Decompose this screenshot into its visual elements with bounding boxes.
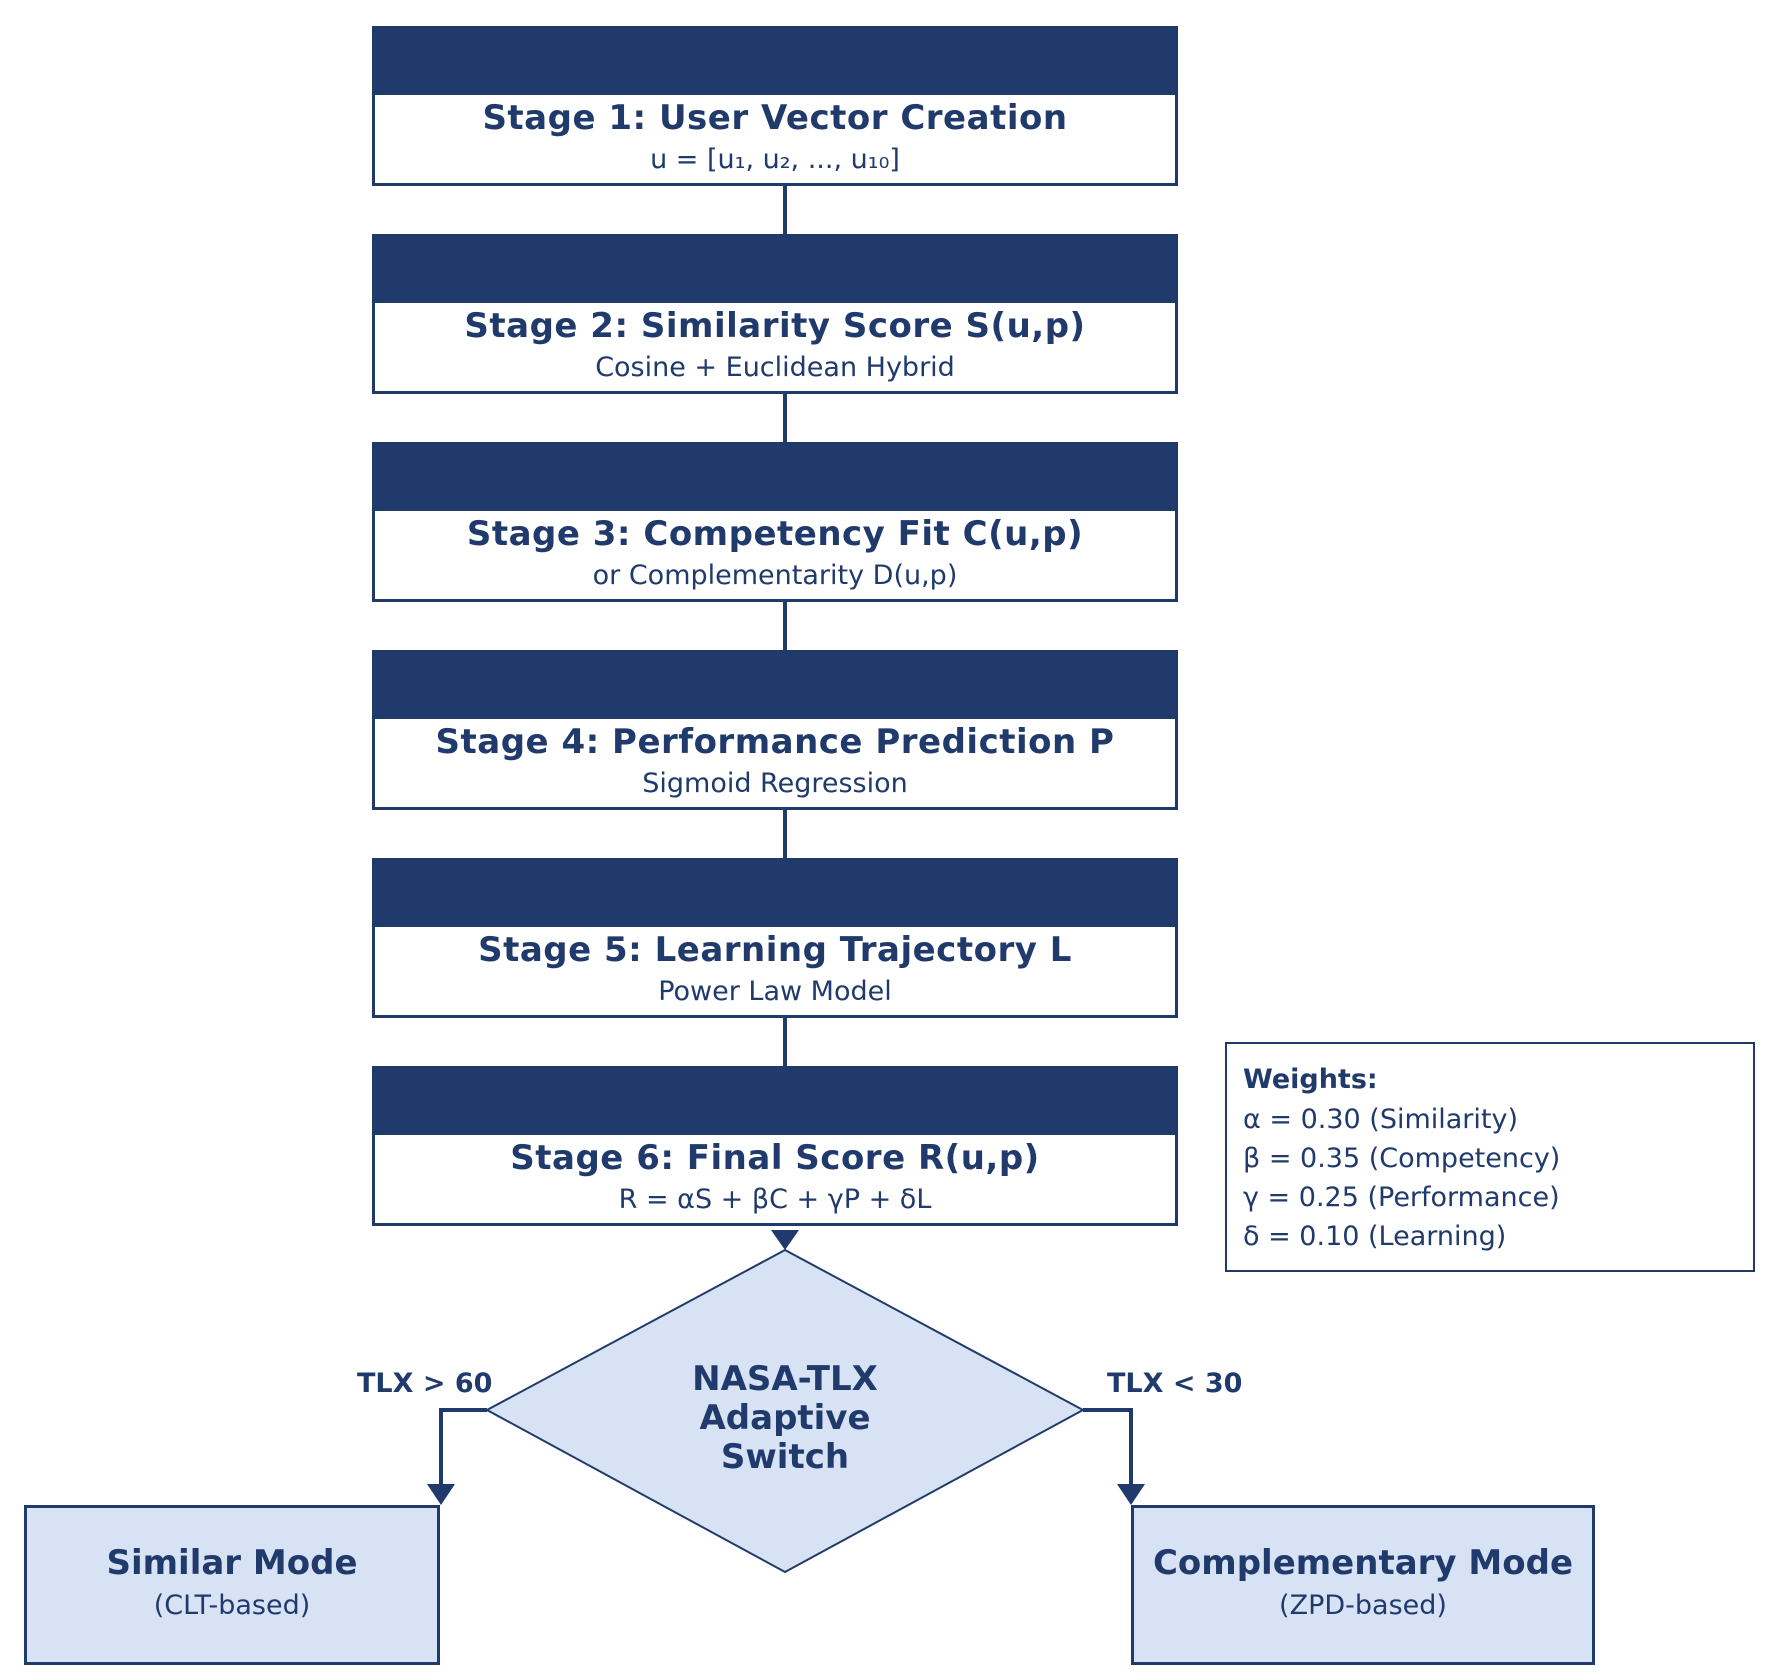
stage-subtitle: R = αS + βC + γP + δL <box>618 1184 932 1215</box>
mode-title: Similar Mode <box>106 1543 358 1583</box>
stage-title: Stage 6: Final Score R(u,p) <box>510 1138 1040 1178</box>
connector-line <box>783 394 787 442</box>
stage-header-bar <box>375 29 1175 95</box>
weights-legend: Weights: α = 0.30 (Similarity) β = 0.35 … <box>1225 1042 1755 1272</box>
decision-diamond <box>484 1248 1086 1574</box>
stage-subtitle: Power Law Model <box>658 976 892 1007</box>
complementary-mode-box: Complementary Mode (ZPD-based) <box>1131 1505 1595 1665</box>
stage-1-box: Stage 1: User Vector Creation u = [u₁, u… <box>372 26 1178 186</box>
connector-line <box>783 1018 787 1066</box>
right-branch-line <box>1083 1408 1133 1488</box>
stage-subtitle: u = [u₁, u₂, ..., u₁₀] <box>650 144 900 175</box>
left-branch-line <box>439 1408 487 1488</box>
stage-subtitle: or Complementarity D(u,p) <box>592 560 958 591</box>
stage-header-bar <box>375 237 1175 303</box>
stage-6-box: Stage 6: Final Score R(u,p) R = αS + βC … <box>372 1066 1178 1226</box>
stage-5-box: Stage 5: Learning Trajectory L Power Law… <box>372 858 1178 1018</box>
weight-delta: δ = 0.10 (Learning) <box>1243 1221 1507 1252</box>
weight-alpha: α = 0.30 (Similarity) <box>1243 1104 1519 1135</box>
stage-title: Stage 4: Performance Prediction P <box>435 722 1115 762</box>
arrow-down-icon <box>771 1230 799 1250</box>
left-arrow-icon <box>427 1484 455 1505</box>
stage-2-box: Stage 2: Similarity Score S(u,p) Cosine … <box>372 234 1178 394</box>
stage-title: Stage 1: User Vector Creation <box>482 98 1068 138</box>
stage-title: Stage 2: Similarity Score S(u,p) <box>464 306 1086 346</box>
right-arrow-icon <box>1117 1484 1145 1505</box>
mode-title: Complementary Mode <box>1152 1543 1574 1583</box>
left-condition-label: TLX > 60 <box>357 1368 493 1399</box>
stage-3-box: Stage 3: Competency Fit C(u,p) or Comple… <box>372 442 1178 602</box>
right-condition-label: TLX < 30 <box>1107 1368 1243 1399</box>
decision-line-2: Adaptive <box>699 1398 871 1438</box>
mode-subtitle: (ZPD-based) <box>1279 1590 1447 1621</box>
stage-4-box: Stage 4: Performance Prediction P Sigmoi… <box>372 650 1178 810</box>
connector-line <box>783 810 787 858</box>
stage-header-bar <box>375 861 1175 927</box>
weight-beta: β = 0.35 (Competency) <box>1243 1143 1561 1174</box>
stage-title: Stage 5: Learning Trajectory L <box>478 930 1072 970</box>
stage-subtitle: Cosine + Euclidean Hybrid <box>595 352 955 383</box>
decision-line-1: NASA-TLX <box>692 1359 878 1399</box>
stage-header-bar <box>375 1069 1175 1135</box>
weights-title: Weights: <box>1243 1064 1378 1095</box>
similar-mode-box: Similar Mode (CLT-based) <box>24 1505 440 1665</box>
stage-header-bar <box>375 653 1175 719</box>
decision-line-3: Switch <box>720 1437 850 1477</box>
stage-title: Stage 3: Competency Fit C(u,p) <box>466 514 1084 554</box>
connector-line <box>783 186 787 234</box>
stage-subtitle: Sigmoid Regression <box>642 768 908 799</box>
stage-header-bar <box>375 445 1175 511</box>
decision-label: NASA-TLX Adaptive Switch <box>635 1360 935 1477</box>
weight-gamma: γ = 0.25 (Performance) <box>1243 1182 1560 1213</box>
mode-subtitle: (CLT-based) <box>153 1590 311 1621</box>
connector-line <box>783 602 787 650</box>
